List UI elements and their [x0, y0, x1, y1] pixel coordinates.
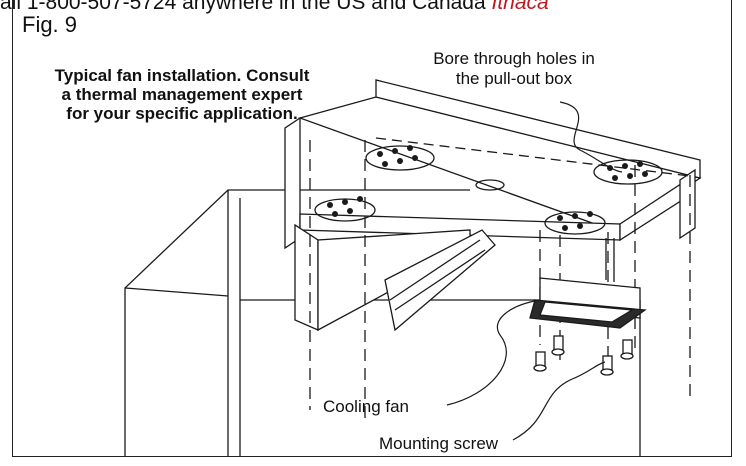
- figure-frame: [12, 0, 732, 457]
- header-strip: all 1-800-507-5724 anywhere in the US an…: [0, 0, 746, 14]
- pull-out-box: [284, 79, 702, 250]
- mounting-screw-callout: Mounting screw: [379, 434, 499, 453]
- vent-holes: [327, 145, 648, 231]
- cooling-fan-callout: Cooling fan: [323, 397, 410, 416]
- figure-label: Fig. 9: [22, 12, 78, 37]
- installation-note: Typical fan installation. Consult a ther…: [54, 66, 310, 123]
- header-strip-overflow: Ithaca: [491, 0, 549, 14]
- header-strip-text: all 1-800-507-5724 anywhere in the US an…: [0, 0, 486, 14]
- cooling-fan: [529, 238, 647, 329]
- leader-lines: [446, 101, 623, 441]
- drawer-slides: [294, 223, 496, 332]
- bore-holes-callout: Bore through holes in the pull-out box: [433, 49, 595, 88]
- mounting-screws: [533, 335, 634, 376]
